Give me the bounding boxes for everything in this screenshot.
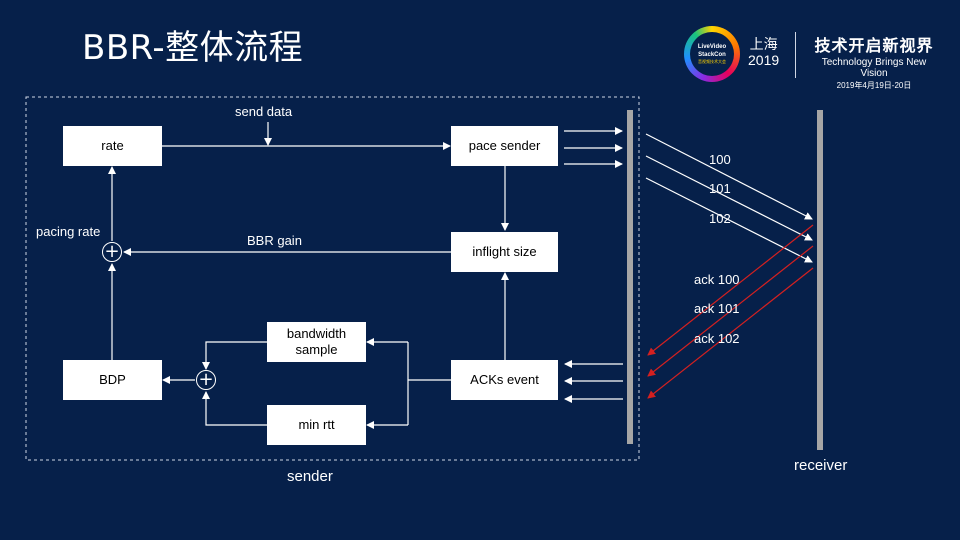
event-date: 2019年4月19日-20日 [836,81,912,90]
packet-label-102: 102 [709,211,731,226]
receiver-link-bar [817,110,823,450]
sender-label: sender [287,468,333,485]
sender-link-bar [627,110,633,444]
packet-101-arrow [645,155,813,241]
inflight-size-box: inflight size [451,232,558,272]
pacing-rate-label: pacing rate [36,224,101,239]
ack-label-101: ack 101 [694,301,740,316]
logo-line2: StackCon [698,52,726,58]
event-year: 2019 [748,52,780,68]
logo-line1: LiveVideo [697,44,727,50]
logo-line3: 音视频技术大会 [698,59,726,64]
rate-box: rate [63,126,162,166]
bandwidth-to-sum-arrow [202,341,267,370]
pace-sender-box: pace sender [451,126,558,166]
ack-102-arrow [647,267,814,399]
bdp-sum-node: + [196,370,216,390]
tagline-block: 技术开启新视界 Technology Brings New Vision 201… [808,32,940,91]
packet-label-101: 101 [709,181,731,196]
ack-101-arrow [647,245,814,377]
bandwidth-sample-box: bandwidth sample [267,322,366,362]
min-rtt-box: min rtt [267,405,366,445]
receiver-label: receiver [794,457,848,474]
send-data-label: send data [235,104,293,119]
packet-label-100: 100 [709,152,731,167]
logo-text: LiveVideo StackCon 音视频技术大会 [690,32,734,76]
pacing-sum-node: + [102,242,122,262]
acks-event-box: ACKs event [451,360,558,400]
bbr-gain-label: BBR gain [247,233,302,248]
tagline-zh: 技术开启新视界 [814,38,934,55]
header-divider [795,32,796,78]
conference-logo: LiveVideo StackCon 音视频技术大会 [684,26,740,82]
ack-label-102: ack 102 [694,331,740,346]
city-year: 上海 2019 [748,36,779,68]
slide-title: BBR-整体流程 [82,28,304,68]
bdp-box: BDP [63,360,162,400]
ack-label-100: ack 100 [694,272,740,287]
city-name: 上海 [749,36,778,52]
packet-100-arrow [645,133,813,220]
tagline-en: Technology Brings New Vision [821,57,927,79]
minrtt-to-sum-arrow [202,391,267,426]
ack-100-arrow [647,224,814,356]
sender-boundary [25,96,640,461]
